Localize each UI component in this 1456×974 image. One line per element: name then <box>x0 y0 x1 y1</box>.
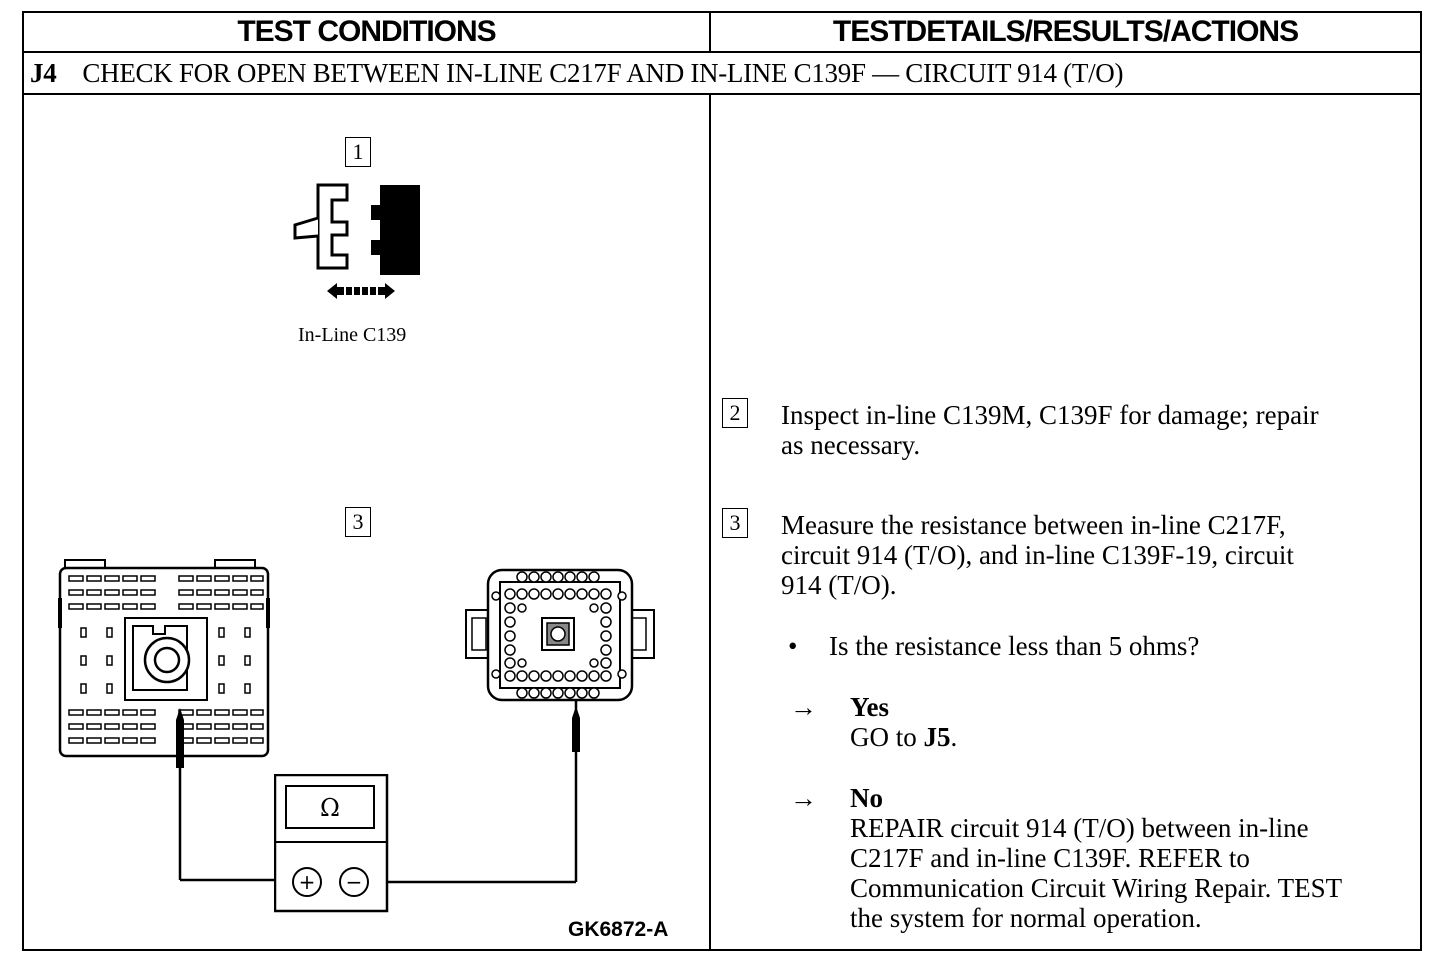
yes-suffix: . <box>950 722 958 752</box>
question: Is the resistance less than 5 ohms? <box>829 631 1200 661</box>
ohm-symbol: Ω <box>320 794 340 822</box>
no-label: No <box>850 783 883 813</box>
header-test-details: TESTDETAILS/RESULTS/ACTIONS <box>832 15 1299 48</box>
yes-label: Yes <box>850 692 889 722</box>
header-test-conditions: TEST CONDITIONS <box>237 15 496 48</box>
step-heading: J4 CHECK FOR OPEN BETWEEN IN-LINE C217F A… <box>30 58 1123 89</box>
no-line-4: the system for normal operation. <box>850 903 1202 933</box>
no-line-3: Communication Circuit Wiring Repair. TES… <box>850 873 1343 903</box>
yes-action-text: GO to <box>850 722 924 752</box>
negative-terminal: − <box>346 870 363 894</box>
meter-leads <box>176 700 580 884</box>
arrow-yes-icon: → <box>790 692 817 722</box>
step-id: J4 <box>30 58 57 88</box>
connector-caption: In-Line C139 <box>298 324 407 346</box>
c139f-connector <box>465 568 655 702</box>
step-box-1: 1 <box>345 137 371 167</box>
no-line-2: C217F and in-line C139F. REFER to <box>850 843 1250 873</box>
step-box-2: 2 <box>722 398 748 428</box>
c217f-connector <box>58 559 270 758</box>
step2-line-2: as necessary. <box>781 430 921 460</box>
step3-line-3: 914 (T/O). <box>781 570 897 600</box>
bullet: • <box>788 631 798 661</box>
step2-line-1: Inspect in-line C139M, C139F for damage;… <box>781 400 1319 430</box>
ohmmeter: Ω + − <box>274 774 389 913</box>
arrow-no-icon: → <box>790 783 817 813</box>
yes-action: GO to J5. <box>850 722 957 752</box>
step-box-3: 3 <box>345 507 371 537</box>
step3-line-1: Measure the resistance between in-line C… <box>781 510 1286 540</box>
positive-terminal: + <box>299 870 316 894</box>
no-line-1: REPAIR circuit 914 (T/O) between in-line <box>850 813 1309 843</box>
step3-line-2: circuit 914 (T/O), and in-line C139F-19,… <box>781 540 1294 570</box>
yes-target: J5 <box>923 722 951 752</box>
step-title-text: CHECK FOR OPEN BETWEEN IN-LINE C217F AND… <box>82 58 1124 88</box>
inline-connector-illustration <box>293 183 420 299</box>
step-box-3-right: 3 <box>722 508 748 538</box>
figure-id: GK6872-A <box>568 918 669 941</box>
